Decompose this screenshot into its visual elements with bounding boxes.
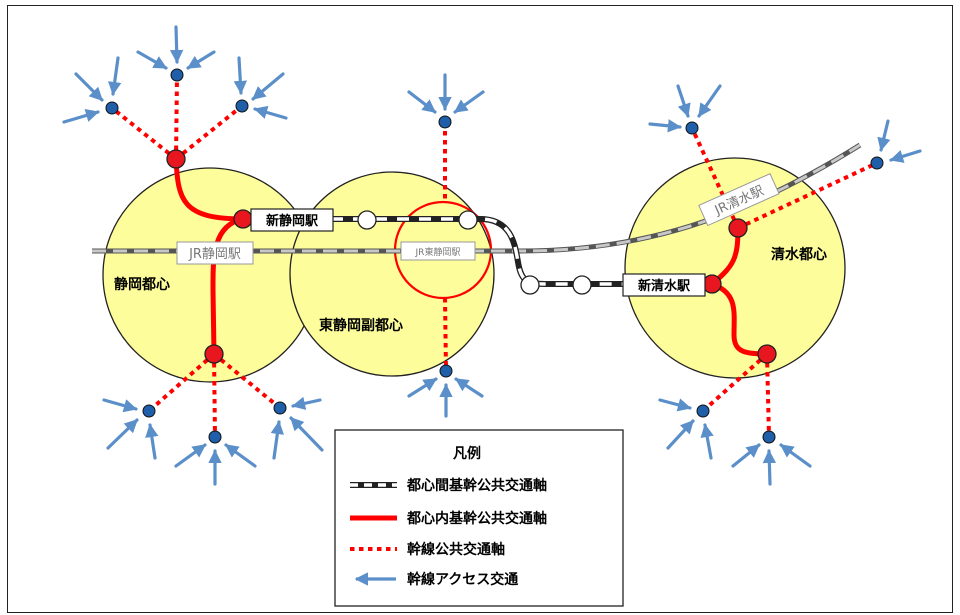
svg-text:新静岡駅: 新静岡駅	[266, 213, 319, 229]
legend-item-access-transit: 幹線アクセス交通	[407, 571, 518, 588]
legend-title: 凡例	[453, 445, 481, 462]
inter-center-trunk-line	[243, 210, 640, 295]
legend: 凡例 都心間基幹公共交通軸 都心内基幹公共交通軸 幹線公共交通軸 幹線アクセス交…	[334, 429, 624, 607]
legend-item-inner-city-trunk: 都心内基幹公共交通軸	[406, 510, 547, 527]
line-stop-node	[458, 210, 478, 230]
shimizu-area-circle	[624, 157, 846, 379]
station-label-jr-higashi-shizuoka: JR東静岡駅	[400, 241, 476, 261]
legend-item-trunk-transit: 幹線公共交通軸	[407, 541, 505, 558]
higashi-shizuoka-area-circle	[289, 171, 495, 377]
line-stop-node	[520, 275, 540, 295]
legend-item-inter-center-trunk: 都心間基幹公共交通軸	[406, 477, 547, 494]
diagram-frame	[7, 5, 953, 613]
line-stop-node	[357, 210, 377, 230]
line-stop-node	[572, 275, 592, 295]
svg-text:JR東静岡駅: JR東静岡駅	[415, 246, 461, 258]
access-arrows	[62, 25, 922, 486]
svg-text:新清水駅: 新清水駅	[638, 278, 691, 294]
svg-text:JR静岡駅: JR静岡駅	[188, 247, 241, 262]
station-label-shin-shimizu: 新清水駅	[622, 273, 706, 297]
area-label-shimizu: 清水都心	[771, 246, 827, 263]
station-label-shin-shizuoka: 新静岡駅	[250, 208, 334, 232]
area-label-higashi-shizuoka: 東静岡副都心	[319, 317, 403, 334]
access-nodes	[105, 68, 884, 444]
area-label-shizuoka: 静岡都心	[114, 276, 170, 293]
station-label-jr-shizuoka: JR静岡駅	[176, 241, 254, 265]
jr-line	[92, 142, 862, 254]
